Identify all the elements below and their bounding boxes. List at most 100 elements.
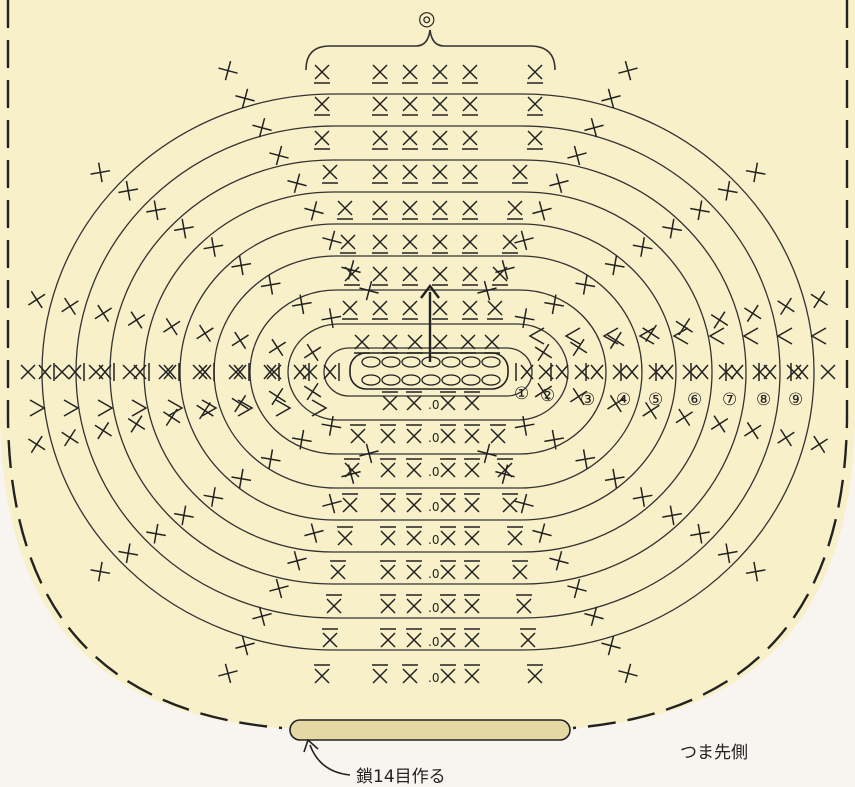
stitch-mark [231, 468, 252, 489]
round-number-3: ③ [580, 390, 596, 410]
stitch-mark [440, 493, 456, 513]
stitch-mark [464, 560, 480, 580]
stitch-mark [544, 294, 565, 315]
stitch-mark [502, 234, 518, 254]
round-ring-5 [179, 223, 677, 521]
stitch-mark [323, 363, 340, 381]
marker-label: .0 [428, 398, 439, 412]
stitch-mark [314, 130, 330, 150]
stitch-mark [118, 180, 139, 201]
stitch-mark [228, 364, 244, 380]
stitch-mark [432, 64, 448, 84]
stitch-mark [260, 274, 281, 295]
stitch-mark [810, 435, 828, 454]
stitch-mark [432, 130, 448, 150]
stitch-mark [462, 300, 478, 320]
stitch-mark [231, 331, 249, 350]
stitch-mark [612, 364, 628, 380]
stitch-mark [440, 664, 456, 684]
stitch-mark [655, 363, 674, 381]
chain-label: 鎖14目作る [356, 767, 446, 787]
stitch-mark [146, 523, 166, 544]
toe-side-label: つま先側 [680, 743, 748, 763]
stitch-mark [233, 363, 250, 381]
stitch-mark [303, 382, 322, 401]
stitch-mark [342, 300, 358, 320]
stitch-mark [127, 415, 146, 433]
stitch-mark [133, 363, 150, 381]
increase-mark [638, 327, 655, 345]
stitch-mark [330, 560, 346, 580]
stitch-mark [527, 64, 543, 84]
stitch-mark [432, 234, 448, 254]
chain-loop [481, 356, 501, 368]
round-ring-6 [143, 191, 713, 553]
stitch-mark [163, 317, 181, 336]
round-ring-9 [41, 93, 815, 651]
round-number-4: ④ [616, 390, 632, 410]
stitch-mark [440, 391, 456, 411]
stitch-marks: .0.0.0.0.0.0.0.0.0 [20, 60, 836, 685]
stitch-mark [269, 145, 289, 166]
stitch-mark [235, 88, 255, 109]
stitch-mark [682, 364, 698, 380]
stitch-mark [642, 324, 660, 343]
stitch-mark [544, 429, 565, 450]
stitch-mark [462, 96, 478, 116]
stitch-mark [725, 363, 744, 381]
stitch-mark [464, 424, 480, 444]
stitch-mark [550, 363, 569, 381]
stitch-mark [584, 606, 604, 626]
stitch-mark [516, 594, 532, 614]
stitch-mark [402, 96, 418, 116]
stitch-mark [203, 487, 224, 507]
stitch-mark [337, 526, 353, 546]
stitch-mark [464, 594, 480, 614]
increase-mark [708, 327, 725, 345]
marker-label: .0 [428, 635, 439, 649]
stitch-mark [620, 363, 639, 381]
stitch-mark [163, 363, 180, 381]
stitch-mark [322, 164, 338, 184]
stitch-mark [632, 237, 653, 257]
chain-loop [481, 374, 501, 386]
chain-loop [421, 374, 441, 386]
stitch-mark [549, 173, 569, 193]
round-number-5: ⑤ [648, 390, 664, 410]
round-number-6: ⑥ [687, 390, 703, 410]
stitch-mark [303, 343, 322, 362]
stitch-mark [514, 416, 535, 436]
stitch-mark [322, 230, 342, 251]
stitch-mark [98, 363, 115, 381]
stitch-mark [745, 561, 766, 582]
increase-mark [602, 327, 619, 345]
chain-loop [381, 374, 401, 386]
round-ring-8 [75, 125, 781, 619]
stitch-mark [252, 118, 272, 138]
stitch-mark [534, 343, 553, 362]
stitch-mark [314, 64, 330, 84]
chain-loop [361, 356, 381, 368]
stitch-mark [291, 294, 312, 315]
sole-outline-right [572, 0, 849, 730]
round-number-9: ⑨ [788, 390, 804, 410]
stitch-mark [28, 435, 46, 454]
stitch-mark [192, 364, 208, 380]
stitch-mark [127, 311, 146, 329]
stitch-mark [810, 290, 828, 309]
stitch-mark [341, 464, 361, 484]
marker-label: .0 [428, 601, 439, 615]
stitch-mark [314, 664, 330, 684]
stitch-mark [432, 300, 448, 320]
stitch-mark [54, 364, 70, 380]
stitch-mark [464, 458, 480, 478]
increase-mark [776, 327, 793, 345]
stitch-mark [752, 364, 768, 380]
chain-loop [361, 374, 381, 386]
stitch-mark [462, 200, 478, 220]
stitch-mark [527, 96, 543, 116]
chain-loop [401, 374, 421, 386]
stitch-mark [675, 408, 693, 427]
stitch-mark [514, 493, 534, 514]
round-number-7: ⑦ [722, 390, 738, 410]
